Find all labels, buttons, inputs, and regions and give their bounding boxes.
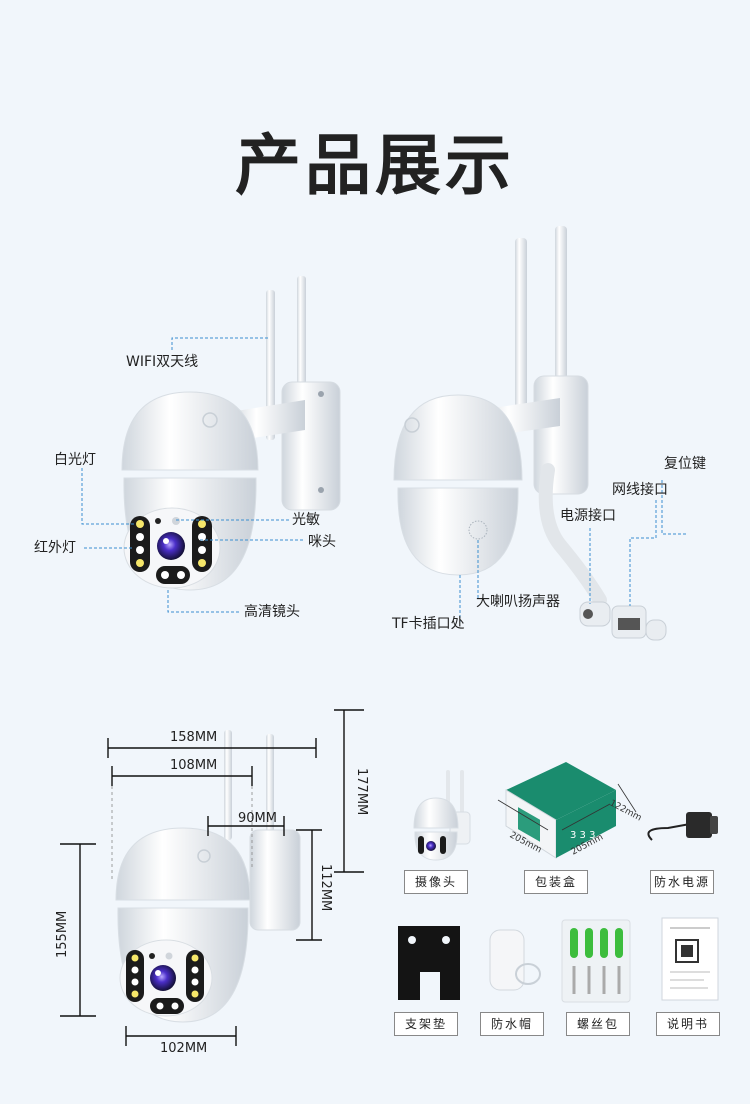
accessory-power-image: [647, 812, 718, 841]
dim-height-bracket: 112MM: [318, 864, 333, 912]
dim-height-body: 155MM: [55, 910, 70, 958]
dim-width-bracket: 90MM: [238, 811, 277, 826]
page-title: 产品展示: [235, 127, 515, 204]
svg-text:3 3 3: 3 3 3: [570, 830, 595, 841]
label-speaker: 大喇叭扬声器: [476, 594, 560, 610]
dim-width-total: 158MM: [170, 730, 218, 745]
back-camera-illustration: [393, 226, 667, 641]
accessory-label-power: 防水电源: [650, 870, 714, 894]
label-white-light: 白光灯: [54, 452, 96, 468]
accessory-label-screws: 螺丝包: [566, 1012, 630, 1036]
label-hd-lens: 高清镜头: [244, 604, 300, 620]
dimension-camera-illustration: [115, 730, 301, 1023]
dimension-guides: [111, 786, 253, 880]
accessory-camera-image: [413, 770, 471, 861]
label-wifi-antenna: WIFI双天线: [126, 354, 199, 370]
front-leader-lines: [81, 337, 305, 613]
dim-width-body: 108MM: [170, 758, 218, 773]
accessory-box-image: 3 3 3: [497, 762, 637, 859]
dim-height-total: 177MM: [354, 768, 369, 816]
dimension-lines: [60, 709, 364, 1046]
accessory-label-cap: 防水帽: [480, 1012, 544, 1036]
accessory-pad-image: [398, 926, 460, 1000]
dim-width-base: 102MM: [160, 1041, 208, 1056]
accessory-label-camera: 摄像头: [404, 870, 468, 894]
label-network-port: 网线接口: [612, 482, 668, 498]
accessory-manual-image: [661, 917, 719, 1001]
accessory-label-pad: 支架垫: [394, 1012, 458, 1036]
accessory-cap-image: [489, 929, 541, 991]
label-light-sensor: 光敏: [292, 512, 320, 528]
label-power-port: 电源接口: [560, 508, 616, 524]
accessory-label-manual: 说明书: [656, 1012, 720, 1036]
back-leader-lines: [459, 480, 688, 622]
accessory-screws-image: [561, 919, 631, 1003]
label-infrared-light: 红外灯: [34, 540, 76, 556]
label-reset-key: 复位键: [664, 456, 706, 472]
accessory-label-box: 包装盒: [524, 870, 588, 894]
label-tf-slot: TF卡插口处: [392, 616, 465, 632]
label-microphone: 咪头: [308, 534, 336, 550]
